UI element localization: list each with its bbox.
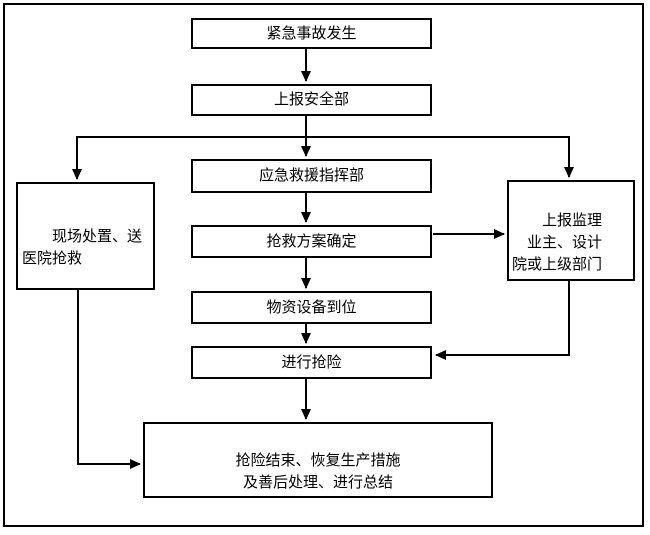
node-materials-ready: 物资设备到位 <box>191 291 432 324</box>
node-emergency-occurs-label: 紧急事故发生 <box>266 24 357 42</box>
node-wrapup-summary-label: 抢险结束、恢复生产措施 及善后处理、进行总结 <box>235 452 401 491</box>
node-rescue-plan-label: 抢救方案确定 <box>266 232 357 250</box>
edge-onsite-to-summary <box>77 290 141 469</box>
node-rescue-command-label: 应急救援指挥部 <box>258 167 364 184</box>
node-report-supervision: 上报监理 业主、设计 院或上级部门 <box>507 180 635 281</box>
node-emergency-occurs: 紧急事故发生 <box>191 18 432 49</box>
node-rescue-command: 应急救援指挥部 <box>191 159 432 193</box>
node-materials-ready-label: 物资设备到位 <box>266 298 357 316</box>
node-onsite-treatment: 现场处置、送 医院抢救 <box>16 182 155 290</box>
outer-border <box>3 3 644 527</box>
edge-report-to-rescue <box>435 281 570 360</box>
node-rescue-plan: 抢救方案确定 <box>191 225 432 258</box>
node-onsite-treatment-label: 现场处置、送 医院抢救 <box>22 228 143 267</box>
node-carry-out-rescue-label: 进行抢险 <box>281 353 342 371</box>
node-carry-out-rescue: 进行抢险 <box>191 346 432 379</box>
node-report-supervision-label: 上报监理 业主、设计 院或上级部门 <box>512 212 603 273</box>
node-report-safety-dept-label: 上报安全部 <box>273 91 349 108</box>
node-wrapup-summary: 抢险结束、恢复生产措施 及善后处理、进行总结 <box>143 422 493 498</box>
node-report-safety-dept: 上报安全部 <box>191 84 432 116</box>
